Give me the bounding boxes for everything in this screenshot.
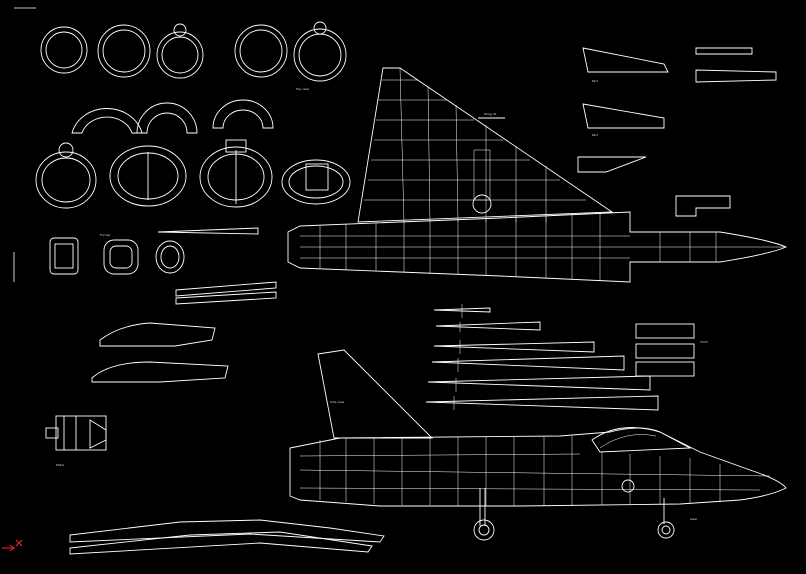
strip-1 bbox=[69, 519, 385, 543]
former-oval-2 bbox=[109, 145, 187, 207]
stringer-sticks bbox=[425, 304, 659, 411]
motor-label: Motor bbox=[56, 463, 65, 467]
wedge-part-2 bbox=[582, 103, 665, 129]
upper-right-parts: Part Part bbox=[577, 47, 777, 217]
nozzle-part bbox=[155, 240, 185, 274]
aircraft-top-view: Wing rib Top view bbox=[287, 67, 788, 283]
bottom-strips bbox=[69, 519, 385, 555]
label-parts-1: Part bbox=[592, 79, 599, 83]
side-skin-panels bbox=[91, 322, 229, 383]
former-ring-4 bbox=[234, 24, 288, 78]
wedge-part-1 bbox=[582, 47, 669, 73]
former-oval-1 bbox=[35, 142, 97, 209]
strip-2 bbox=[69, 531, 373, 555]
bracket-part bbox=[675, 195, 731, 217]
label-gear: Gear bbox=[690, 517, 698, 521]
former-arch-1 bbox=[71, 108, 143, 134]
former-ring-2 bbox=[97, 24, 151, 78]
wedge-part-3 bbox=[577, 156, 647, 173]
former-arch-2 bbox=[136, 102, 198, 134]
side-skin-2 bbox=[91, 361, 229, 383]
aircraft-side-view: Side view Gear bbox=[289, 349, 787, 541]
stringers-left bbox=[175, 281, 277, 305]
intake-part bbox=[103, 239, 139, 275]
hatch-part bbox=[49, 237, 79, 275]
label-side-view: Side view bbox=[330, 400, 345, 404]
former-ring-3 bbox=[156, 23, 204, 79]
right-small-boxes bbox=[635, 323, 708, 377]
label-small: Former bbox=[100, 233, 111, 237]
label-fuse-top: Top view bbox=[295, 87, 309, 91]
former-group-row1 bbox=[40, 21, 347, 82]
main-landing-gear bbox=[473, 488, 495, 541]
side-skin-1 bbox=[99, 322, 216, 347]
wheel-top-view bbox=[472, 194, 492, 214]
former-ring-5 bbox=[293, 21, 347, 82]
tail-fin bbox=[317, 349, 434, 439]
former-group-row3 bbox=[35, 139, 351, 209]
nose-landing-gear bbox=[657, 498, 675, 539]
former-arch-3 bbox=[212, 99, 274, 129]
former-group-row2 bbox=[71, 99, 274, 134]
canopy bbox=[591, 427, 692, 453]
motor-detail: Motor bbox=[45, 415, 107, 467]
former-ring-1 bbox=[40, 26, 88, 74]
delta-wing bbox=[357, 67, 614, 223]
former-oval-3 bbox=[199, 139, 273, 208]
label-wing-top: Wing rib bbox=[484, 112, 497, 116]
ucs-icon bbox=[2, 539, 23, 552]
bar-part-2 bbox=[695, 69, 777, 83]
former-oval-4 bbox=[281, 159, 351, 205]
fuselage-side bbox=[289, 427, 787, 507]
label-parts-2: Part bbox=[592, 133, 599, 137]
bar-part-1 bbox=[695, 47, 753, 55]
sliver-part bbox=[157, 227, 259, 235]
small-parts-group: Former bbox=[49, 227, 259, 275]
